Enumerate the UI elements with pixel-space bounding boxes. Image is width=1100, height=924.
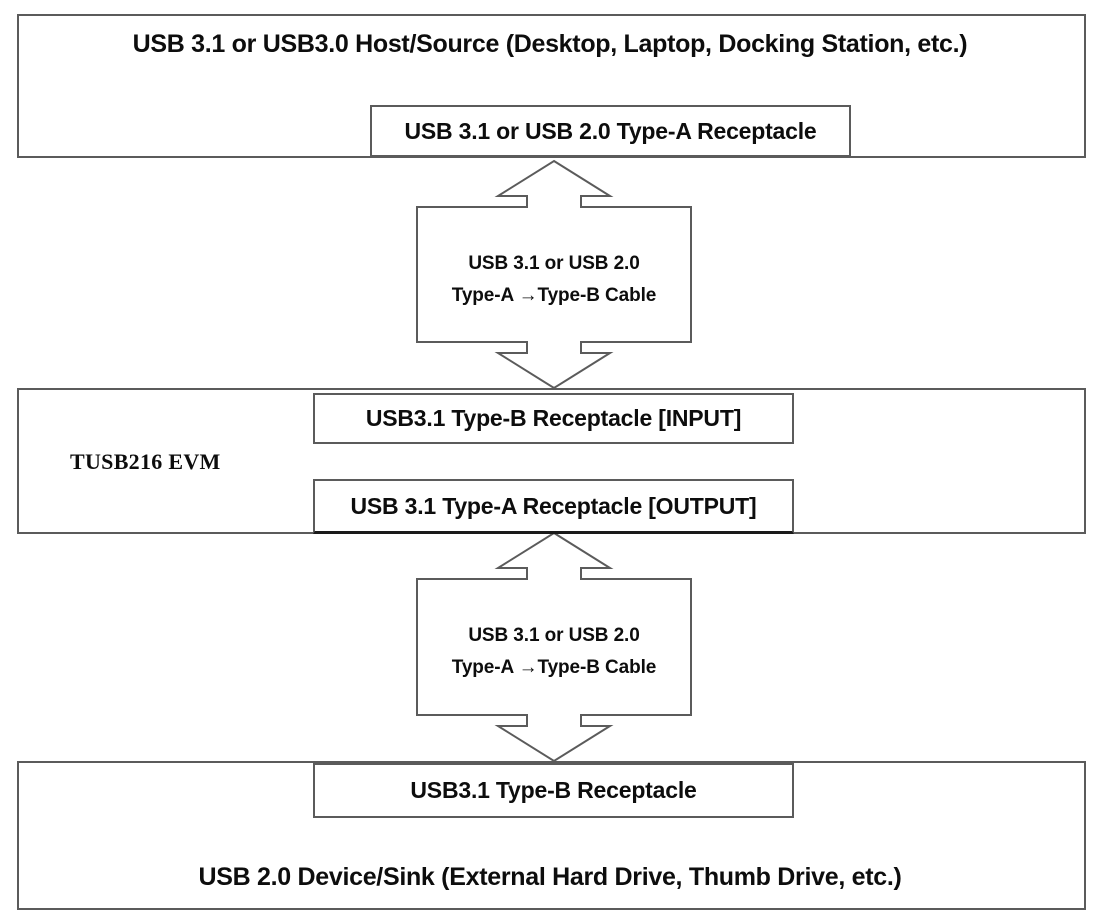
cable-bottom-bidirectional-arrow: USB 3.1 or USB 2.0 Type-A →Type-B Cable	[414, 530, 694, 764]
bidirectional-arrow-icon	[416, 531, 692, 763]
evm-output-receptacle-block: USB 3.1 Type-A Receptacle [OUTPUT]	[313, 479, 794, 534]
device-receptacle-label: USB3.1 Type-B Receptacle	[410, 777, 697, 803]
evm-input-receptacle-label: USB3.1 Type-B Receptacle [INPUT]	[365, 405, 742, 431]
evm-output-receptacle-label: USB 3.1 Type-A Receptacle [OUTPUT]	[350, 492, 757, 519]
cable-top-bidirectional-arrow: USB 3.1 or USB 2.0 Type-A →Type-B Cable	[414, 158, 694, 391]
evm-input-receptacle-block: USB3.1 Type-B Receptacle [INPUT]	[313, 393, 794, 444]
device-type-b-receptacle-block: USB3.1 Type-B Receptacle	[313, 763, 794, 818]
bidirectional-arrow-icon	[416, 159, 692, 390]
host-type-a-receptacle-block: USB 3.1 or USB 2.0 Type-A Receptacle	[370, 105, 851, 157]
device-sink-title: USB 2.0 Device/Sink (External Hard Drive…	[198, 863, 902, 891]
evm-name-label: TUSB216 EVM	[70, 449, 221, 474]
host-receptacle-label: USB 3.1 or USB 2.0 Type-A Receptacle	[404, 117, 817, 144]
host-source-title: USB 3.1 or USB3.0 Host/Source (Desktop, …	[132, 30, 968, 58]
